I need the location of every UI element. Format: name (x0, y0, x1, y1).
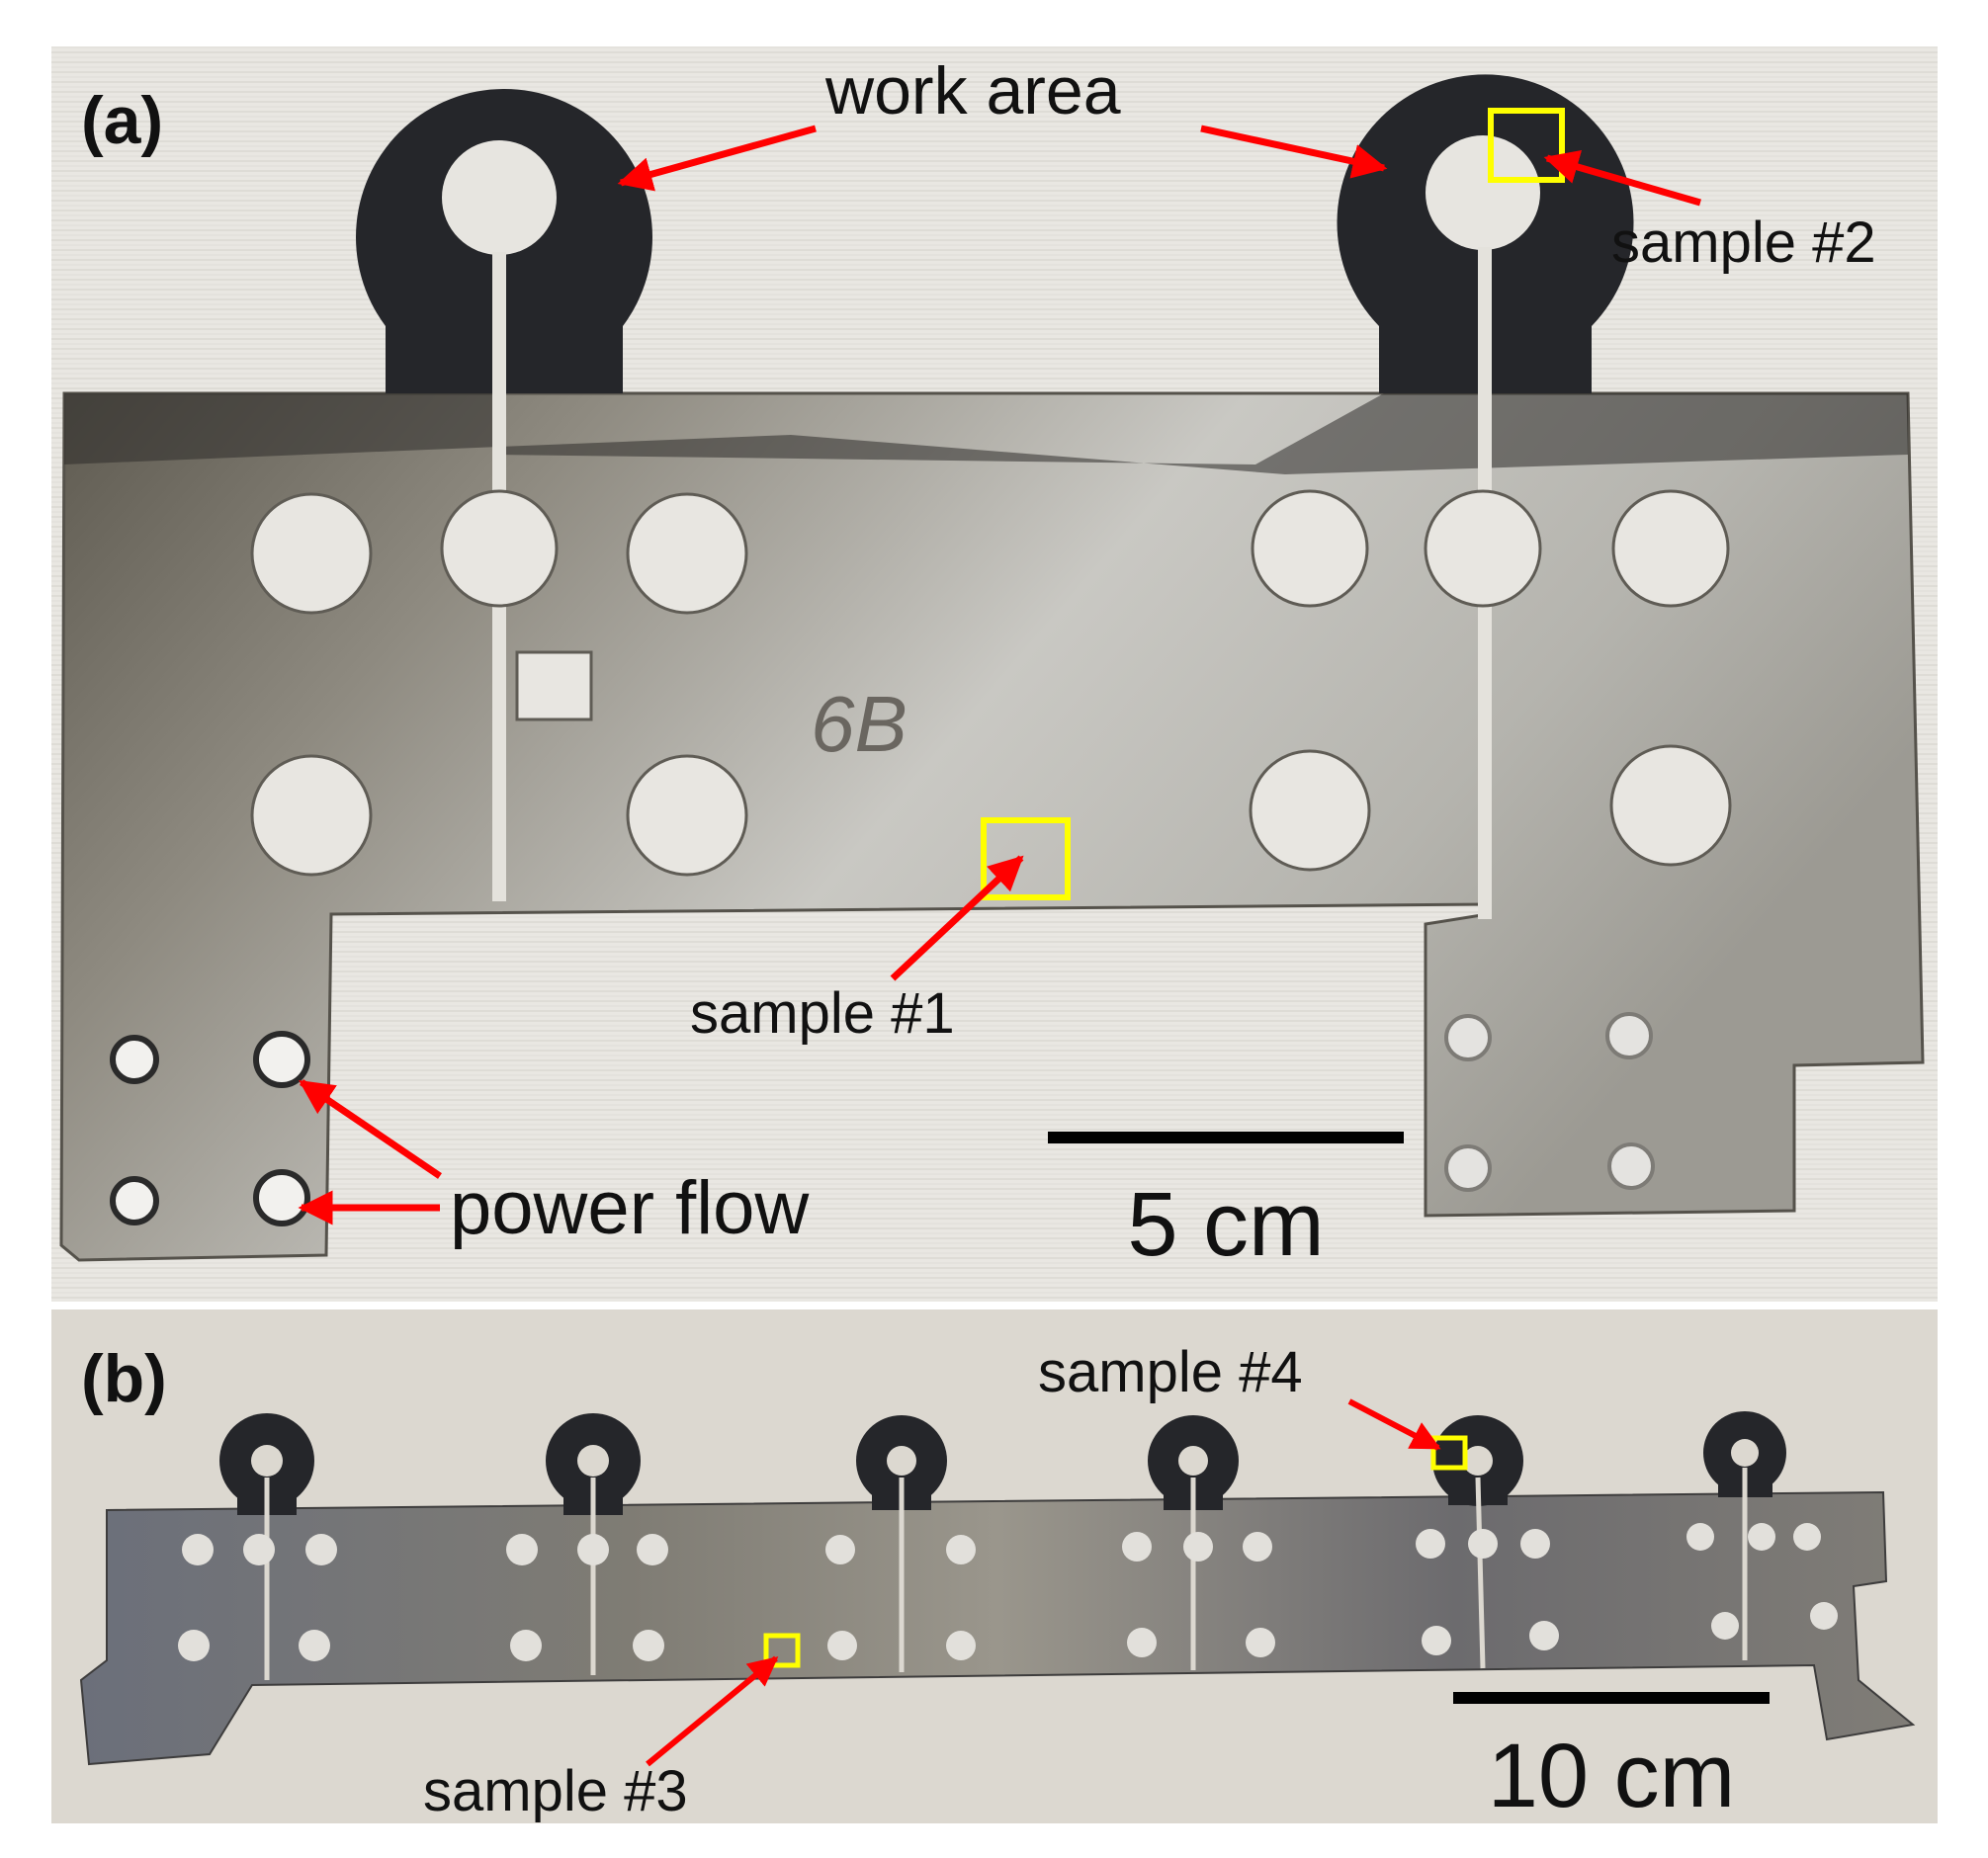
scale-bar-b (1453, 1692, 1770, 1704)
power-flow-label: power flow (450, 1166, 810, 1250)
work-area-label: work area (824, 53, 1121, 128)
sample3-label: sample #3 (423, 1759, 688, 1823)
sample3-box (763, 1633, 801, 1668)
sample2-box (1488, 108, 1565, 183)
work-area-left (356, 89, 652, 393)
scorch-band (64, 393, 1908, 474)
bolt-holes-right (1444, 1012, 1655, 1192)
scale-label-b: 10 cm (1488, 1726, 1736, 1826)
panel-b: (b) sample #4 sample #3 10 cm (51, 1309, 1938, 1826)
sample1-label: sample #1 (690, 981, 955, 1046)
sample2-label: sample #2 (1611, 211, 1876, 275)
panel-b-slits (264, 1468, 1748, 1680)
panel-b-ring-holes (251, 1439, 1759, 1477)
panel-b-arrows (646, 1398, 1441, 1767)
sample4-label: sample #4 (1038, 1340, 1303, 1404)
plate-holes (250, 489, 1732, 877)
sample4-box (1430, 1435, 1468, 1471)
panel-b-plate (79, 1490, 1916, 1766)
panel-a-arrows (298, 125, 1701, 1225)
plate-marking: 6B (811, 680, 908, 768)
panel-b-label: (b) (81, 1341, 167, 1416)
work-area-hole (442, 140, 557, 255)
sample1-box (981, 817, 1071, 900)
panel-b-holes (178, 1523, 1838, 1661)
scale-bar-a (1048, 1132, 1404, 1143)
square-cutout (515, 650, 593, 721)
work-area-hole (1426, 135, 1540, 250)
panel-a: 6B (a) work area sample #2 sample #1 pow… (51, 46, 1938, 1302)
scale-label-a: 5 cm (1127, 1174, 1324, 1275)
panel-a-label: (a) (81, 83, 163, 158)
